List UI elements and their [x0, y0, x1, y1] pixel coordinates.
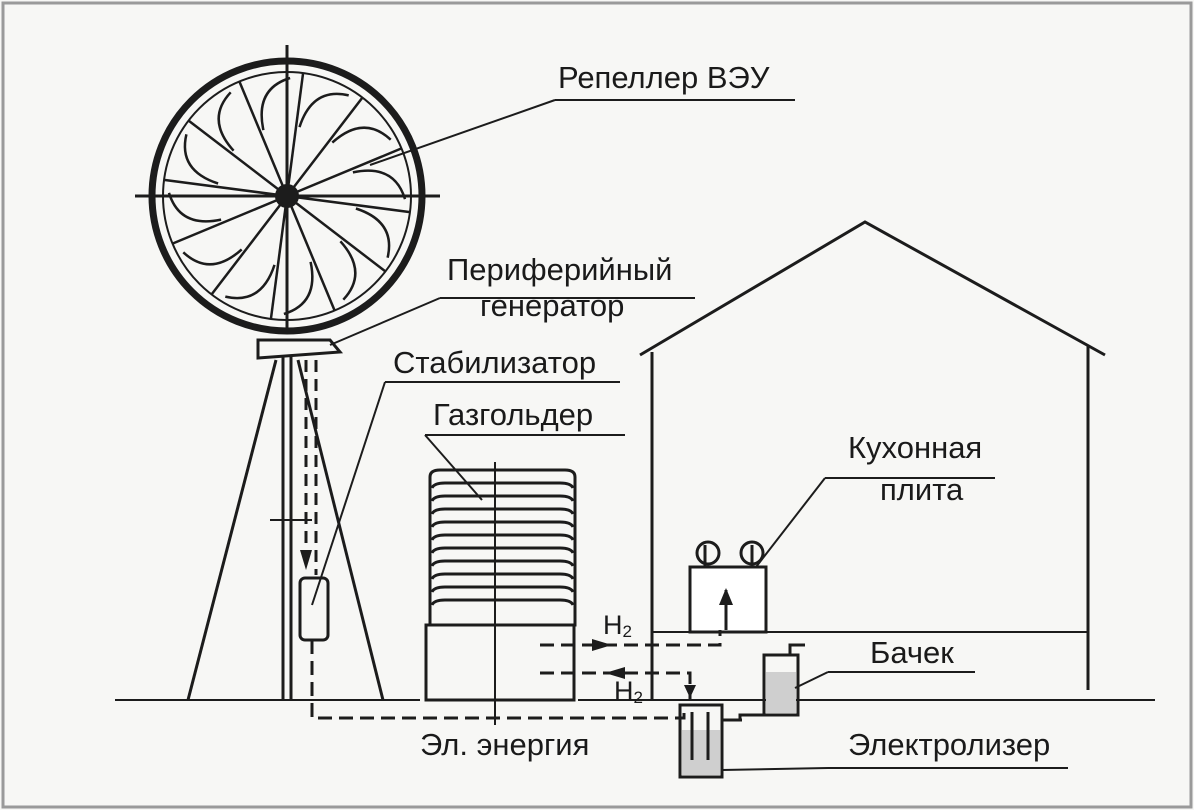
rotor-blade: [217, 91, 235, 152]
gasholder-rib: [430, 546, 575, 554]
rotor-blade: [183, 134, 219, 185]
label-rotor: Репеллер ВЭУ: [558, 60, 770, 95]
rotor-blade: [352, 169, 407, 200]
rotor-blade: [339, 240, 357, 301]
rotor-spoke: [286, 194, 411, 214]
rotor-spoke: [210, 195, 288, 296]
kitchen-stove: [688, 545, 768, 634]
rotor-spoke: [285, 195, 336, 311]
label-electric-energy: Эл. энергия: [420, 727, 589, 762]
gasholder-rib: [430, 598, 575, 606]
label-generator-line1: Периферийный: [447, 252, 672, 287]
gasholder: [424, 462, 577, 725]
arrow-down-electrolyzer-icon: [684, 685, 696, 698]
arrow-left-icon: [605, 667, 625, 679]
rotor-spoke: [286, 147, 402, 198]
water-tank: [738, 643, 805, 720]
rotor-blade: [225, 264, 276, 300]
label-gasholder: Газгольдер: [433, 397, 593, 432]
rotor-blade: [283, 261, 314, 316]
electric-line-main: [310, 640, 686, 720]
rotor-spoke: [187, 119, 288, 197]
label-electrolyzer: Электролизер: [848, 727, 1050, 762]
turbine-mast: [186, 355, 385, 701]
electrolyzer: [678, 703, 742, 779]
gasholder-rib: [430, 520, 575, 528]
gasholder-rib: [430, 572, 575, 580]
leader-lines: [311, 99, 1068, 771]
stabilizer-box: [298, 576, 330, 642]
label-h2-top: H2: [603, 610, 632, 641]
rotor-blade: [298, 92, 349, 128]
rotor-spoke: [238, 81, 289, 197]
rotor-spoke: [163, 178, 288, 198]
label-generator-line2: генератор: [480, 288, 624, 323]
label-stove-line2: плита: [880, 472, 964, 507]
generator-housing: [256, 338, 344, 360]
burner-left-icon: [695, 540, 721, 566]
rotor-blade: [167, 192, 222, 223]
arrow-right-icon: [592, 639, 612, 651]
gasholder-rib: [430, 559, 575, 567]
rotor-spoke: [172, 194, 288, 245]
wind-rotor: [135, 45, 440, 335]
rotor-blade: [331, 126, 392, 144]
burner-right-icon: [739, 540, 765, 566]
gasholder-rib: [430, 585, 575, 593]
rotor-hub: [275, 184, 299, 208]
arrow-down-icon: [300, 550, 312, 570]
label-stove-line1: Кухонная: [848, 430, 982, 465]
rotor-blade: [355, 207, 391, 258]
label-tank: Бачек: [870, 635, 954, 670]
label-stabilizer: Стабилизатор: [393, 345, 596, 380]
label-h2-bottom: H2: [614, 676, 643, 707]
rotor-spoke: [286, 96, 364, 197]
gasholder-rib: [430, 533, 575, 541]
rotor-blade: [260, 76, 291, 131]
rotor-spoke: [269, 195, 289, 320]
electric-line-generator: [304, 360, 318, 575]
rotor-blade: [182, 248, 243, 266]
rotor-spoke: [286, 195, 387, 273]
gasholder-rib: [430, 507, 575, 515]
gasholder-rib: [430, 481, 575, 489]
gasholder-rib: [430, 494, 575, 502]
rotor-spoke: [285, 72, 305, 197]
arrow-up-icon: [719, 588, 733, 605]
